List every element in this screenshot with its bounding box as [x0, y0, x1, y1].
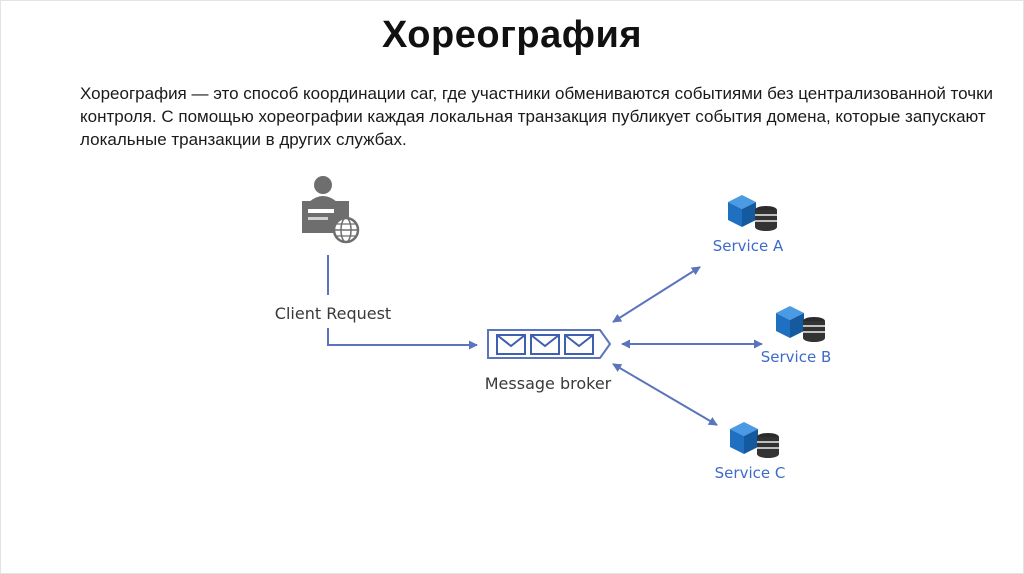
service-a-icon [727, 194, 778, 232]
slide-description: Хореография — это способ координации саг… [80, 84, 994, 149]
client-terminal-icon [302, 176, 360, 244]
service-c-label: Service C [715, 464, 786, 482]
message-queue-icon [487, 329, 612, 359]
slide-title: Хореография [381, 14, 643, 56]
broker-service-c-arrow [612, 363, 718, 426]
service-b-icon [775, 305, 826, 343]
client-request-label: Client Request [275, 304, 391, 323]
service-c-icon [729, 421, 780, 459]
service-a-label: Service A [713, 237, 784, 255]
message-broker-label: Message broker [485, 374, 612, 393]
client-to-broker-arrow [327, 328, 478, 350]
broker-service-a-arrow [612, 266, 701, 323]
service-b-label: Service B [761, 348, 832, 366]
